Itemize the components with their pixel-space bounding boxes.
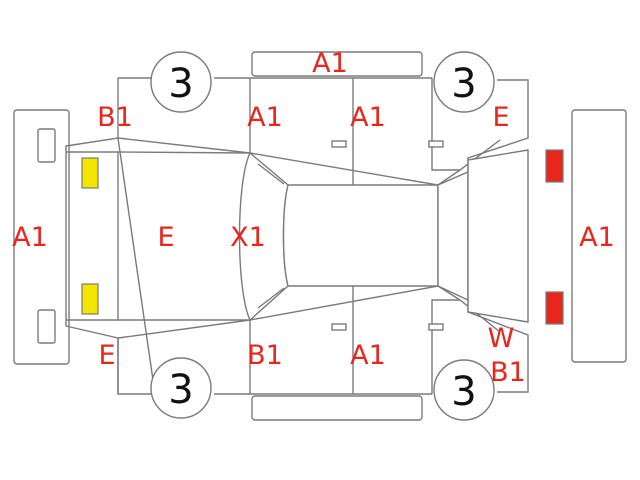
- rear-bumper: [571, 109, 627, 363]
- tire-front-right: 3: [150, 357, 212, 419]
- rear-light-lower: [545, 291, 564, 325]
- front-bumper-lower-slot: [37, 309, 56, 344]
- tire-rear-left: 3: [433, 51, 495, 113]
- front-bumper: [13, 109, 70, 365]
- code-rear-bumper: A1: [579, 222, 615, 253]
- code-front-right-door: B1: [247, 340, 283, 371]
- tire-front-left: 3: [150, 51, 212, 113]
- code-rear-right-door: A1: [350, 340, 386, 371]
- code-front-left-door: A1: [247, 102, 283, 133]
- top-side-sill: [251, 51, 423, 77]
- rear-window: [437, 170, 469, 302]
- code-rear-right-quarter-w: W: [488, 323, 515, 354]
- tire-rear-right: 3: [433, 359, 495, 421]
- code-rear-left-door: A1: [350, 102, 386, 133]
- code-front-right-fender: E: [98, 340, 115, 371]
- front-light-upper: [81, 157, 99, 189]
- tire-tread-value: 3: [168, 61, 193, 107]
- code-front-left-fender: B1: [97, 102, 133, 133]
- front-bumper-upper-slot: [37, 128, 56, 163]
- code-rear-right-quarter-b: B1: [490, 357, 526, 388]
- tire-tread-value: 3: [168, 367, 193, 413]
- door-handle: [428, 140, 444, 148]
- front-light-lower: [81, 283, 99, 315]
- roof: [282, 184, 439, 287]
- code-rear-left-quarter: E: [492, 102, 509, 133]
- code-front-bumper: A1: [12, 222, 48, 253]
- code-roof-top: A1: [312, 48, 348, 79]
- code-windshield: X1: [230, 222, 266, 253]
- door-handle: [331, 323, 347, 331]
- bottom-side-sill: [251, 395, 423, 421]
- tire-tread-value: 3: [451, 369, 476, 415]
- trunk-lid: [467, 149, 529, 323]
- door-handle: [331, 140, 347, 148]
- rear-light-upper: [545, 149, 564, 183]
- door-handle: [428, 323, 444, 331]
- code-hood: E: [157, 222, 174, 253]
- tire-tread-value: 3: [451, 61, 476, 107]
